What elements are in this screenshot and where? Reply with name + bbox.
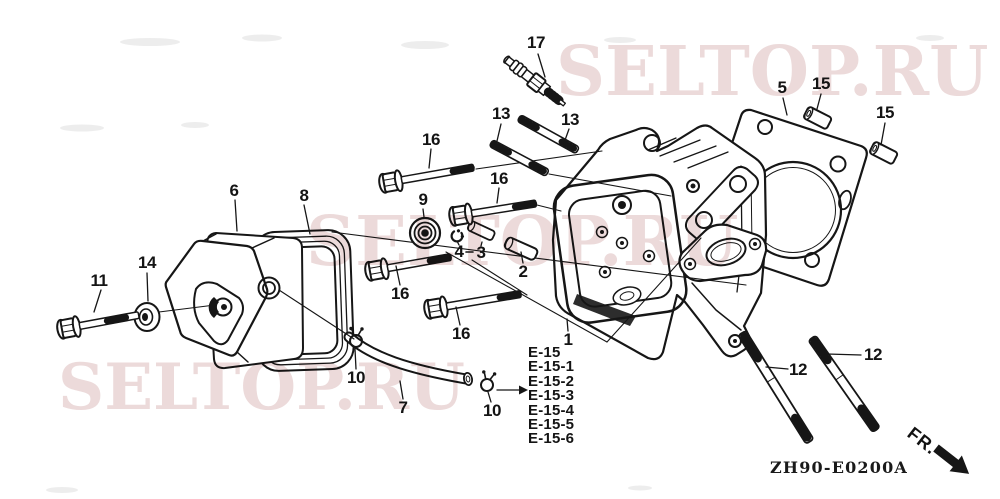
- part-callout-12: 12: [789, 360, 807, 379]
- reference-arrow: [496, 385, 528, 395]
- part-callout-8: 8: [299, 186, 309, 205]
- part-spark-plug: [503, 55, 567, 107]
- part-breather-tube: [343, 331, 473, 387]
- part-callout-17: 17: [527, 33, 545, 52]
- part-stud-12-right: [808, 335, 880, 433]
- part-seal-washer-9: [408, 216, 442, 250]
- reference-link: E-15-4: [528, 401, 575, 419]
- part-stud-12-left: [738, 330, 814, 444]
- part-callout-15: 15: [876, 103, 894, 122]
- part-callout-16: 16: [422, 130, 440, 149]
- reference-link: E-15: [528, 344, 561, 361]
- part-callout-16: 16: [391, 284, 409, 303]
- part-bolt-16d: [423, 290, 522, 320]
- part-bolt-16a: [378, 163, 475, 194]
- reference-link: E-15-3: [528, 387, 575, 405]
- part-callout-13: 13: [561, 110, 579, 129]
- fr-arrow-icon: [933, 444, 970, 474]
- part-callout-15: 15: [812, 74, 830, 93]
- part-callout-6: 6: [229, 181, 239, 200]
- part-callout-4: 4: [454, 242, 464, 261]
- cover-axis-lines: [158, 289, 355, 340]
- part-cylinder-head: [551, 124, 768, 361]
- part-dowel-2: [503, 236, 539, 261]
- part-callout-3: 3: [476, 243, 486, 262]
- part-dowel-pin-15b: [869, 141, 899, 165]
- part-stud-13a: [489, 139, 550, 177]
- diagram-code: ZH90-E0200A: [770, 458, 909, 477]
- part-callout-2: 2: [518, 262, 528, 281]
- part-callout-13: 13: [492, 104, 510, 123]
- part-tube-clamp-10b: [480, 370, 497, 392]
- part-bolt-16b: [448, 199, 538, 227]
- leader-lines: [93, 53, 886, 403]
- part-callout-10: 10: [347, 368, 365, 387]
- part-clip-4: [450, 229, 464, 243]
- part-washer-14: [133, 302, 161, 332]
- part-callout-11: 11: [90, 271, 108, 290]
- reference-link: E-15-1: [528, 358, 575, 376]
- part-callout-9: 9: [418, 190, 428, 209]
- reference-link: E-15-5: [528, 416, 575, 434]
- assembly-axis-lines: [331, 150, 747, 343]
- part-callout-5: 5: [777, 78, 787, 97]
- part-callout-12: 12: [864, 345, 882, 364]
- part-bolt-16c: [364, 253, 453, 282]
- part-bolt-11: [56, 311, 140, 340]
- part-valve-cover: [164, 232, 304, 370]
- part-callout-16: 16: [490, 169, 508, 188]
- scan-noise: [46, 34, 944, 493]
- part-callout-7: 7: [398, 398, 408, 417]
- part-callout-10: 10: [483, 401, 501, 420]
- reference-link: E-15-6: [528, 430, 575, 448]
- part-dowel-pin-15a: [803, 106, 833, 130]
- part-tube-clamp-10a: [349, 326, 364, 348]
- part-callout-14: 14: [138, 253, 156, 272]
- part-callout-16: 16: [452, 324, 470, 343]
- part-callout-1: 1: [563, 330, 573, 349]
- reference-link: E-15-2: [528, 372, 575, 390]
